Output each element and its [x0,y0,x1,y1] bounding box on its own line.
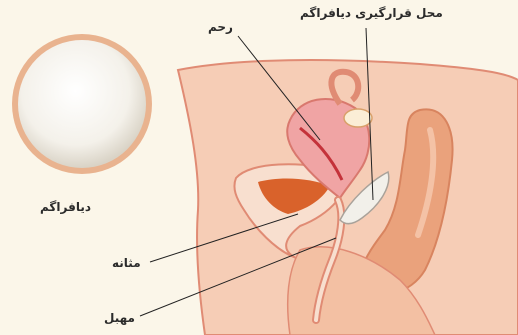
pelvic-cross-section [178,60,518,335]
label-diaphragm: دیافراگم [40,200,91,214]
label-bladder: مثانه [112,256,141,270]
label-vagina: مهبل [104,311,135,325]
diaphragm-device-illustration [12,34,152,174]
label-uterus: رحم [208,20,233,34]
label-diaphragm-location: محل قرارگیری دیافراگم [300,6,443,20]
ovary [344,109,372,127]
